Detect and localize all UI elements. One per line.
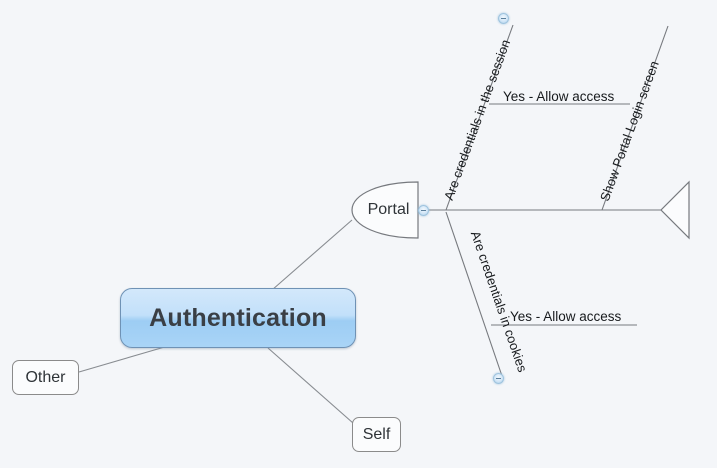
branch-node-self[interactable]: Self <box>352 417 401 452</box>
bone-line-login-screen[interactable] <box>601 25 669 211</box>
minus-circle-icon-portal[interactable] <box>418 205 429 216</box>
portal-node-shape[interactable] <box>351 181 419 239</box>
branch-node-self-label: Self <box>362 425 391 443</box>
bone-line-session[interactable] <box>445 24 514 211</box>
bone-line-cookies[interactable] <box>445 211 503 377</box>
connector-authentication-portal <box>271 219 353 291</box>
connector-authentication-other <box>78 345 169 373</box>
fishbone-tail-triangle-icon <box>660 180 690 240</box>
connector-authentication-self <box>267 347 354 424</box>
minus-circle-icon-session[interactable] <box>498 13 509 24</box>
central-topic-label: Authentication <box>149 303 327 332</box>
minus-circle-icon-cookies[interactable] <box>493 373 504 384</box>
branch-node-portal[interactable]: Portal <box>352 181 418 239</box>
branch-node-portal-label: Portal <box>367 201 410 218</box>
branch-node-other-label: Other <box>25 368 66 386</box>
sub-bone-label-session: Yes - Allow access <box>503 89 615 104</box>
central-topic-authentication[interactable]: Authentication <box>120 288 356 348</box>
branch-node-other[interactable]: Other <box>12 360 79 395</box>
sub-bone-label-cookies: Yes - Allow access <box>510 309 622 324</box>
